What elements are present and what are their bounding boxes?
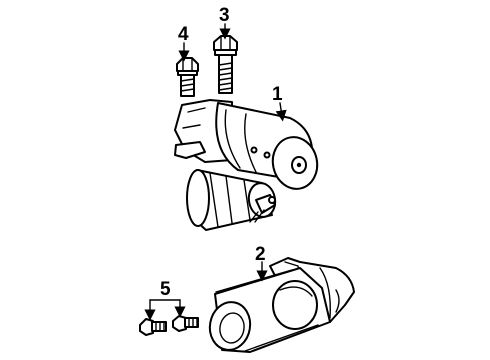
callout-label-4: 4 — [178, 24, 189, 45]
small-bolt-left — [139, 318, 167, 336]
callout-label-2: 2 — [255, 244, 266, 265]
starter-alternate-view — [208, 257, 355, 353]
short-bolt — [176, 57, 199, 97]
starter-assembly — [174, 99, 319, 231]
long-bolt — [213, 35, 238, 94]
leader-lines — [144, 23, 287, 321]
callout-label-1: 1 — [272, 84, 283, 105]
callout-label-3: 3 — [219, 5, 230, 26]
small-bolt-right — [172, 315, 199, 332]
callout-label-5: 5 — [160, 279, 171, 300]
